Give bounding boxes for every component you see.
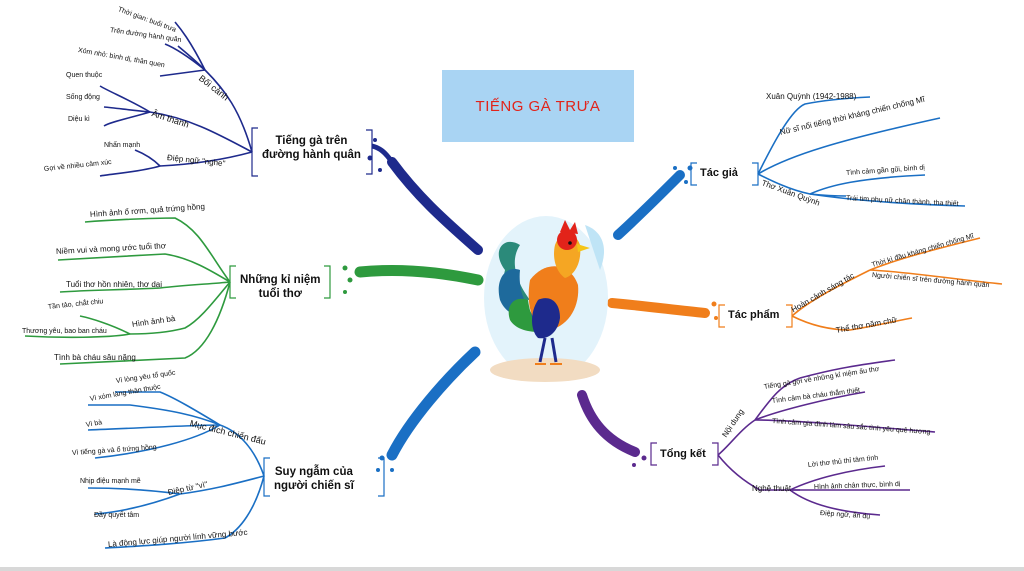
rooster-icon [484,216,608,382]
main-branch-navy [367,138,483,255]
branch-label-tac-pham: Tác phẩm [728,309,780,321]
leaf: Quen thuộc [66,72,103,79]
leaf: Tuổi thơ hồn nhiên, thơ dại [66,280,163,289]
leaf: Xuân Quỳnh (1942-1988) [766,92,857,101]
branch-label-suy-ngam: Suy ngẫm của người chiến sĩ [274,466,354,492]
leaf: Nhịp điệu mạnh mẽ [80,478,141,485]
green-subtree [24,217,231,365]
purple-subtree [717,359,936,516]
branch-label-ki-niem: Những kỉ niệm tuổi thơ [240,274,321,300]
main-branch-blue-right [613,165,693,240]
blue-left-subtree [87,391,265,549]
main-branch-blue-left [376,346,481,472]
page-title: TIẾNG GÀ TRƯA [475,97,601,115]
branch-label-duong-hanh-quan: Tiếng gà trên đường hành quân [262,135,361,161]
leaf: Sống động [66,94,100,101]
blue-right-subtree [757,96,966,207]
main-branch-green [342,264,484,294]
leaf: Tình bà cháu sâu nặng [54,353,136,362]
leaf: Nhấn mạnh [104,142,141,149]
navy-subtree [99,21,253,177]
leaf: Đầy quyết tâm [94,512,140,519]
orange-subtree [791,237,1003,331]
node-nghe-thuat: Nghệ thuật [752,484,792,493]
branch-label-tac-gia: Tác giả [700,167,738,179]
main-branch-purple [577,390,647,467]
bottom-strip [0,567,1024,571]
leaf: Thương yêu, bao ban cháu [22,328,107,335]
main-branch-orange [607,298,718,320]
title-box: TIẾNG GÀ TRƯA [442,70,634,142]
leaf: Diệu kì [68,116,90,123]
branch-label-tong-ket: Tổng kết [660,448,706,460]
